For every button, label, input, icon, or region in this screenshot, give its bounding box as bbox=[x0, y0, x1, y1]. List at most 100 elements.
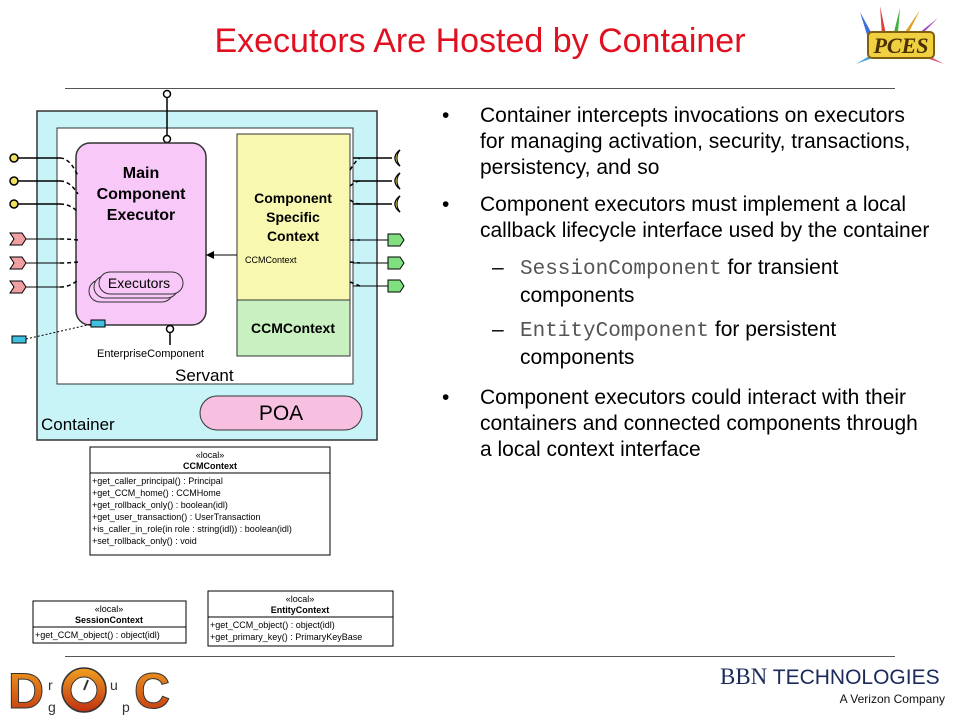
doc-letter-c: C bbox=[134, 663, 170, 719]
left-facet-3 bbox=[9, 199, 19, 209]
left-sink-2 bbox=[9, 256, 27, 270]
pces-logo: PCES bbox=[856, 6, 944, 64]
main-executor-line2: Component bbox=[97, 186, 187, 203]
bbn-letters: BBN bbox=[720, 664, 768, 689]
specific-context-line2: Specific bbox=[266, 209, 320, 225]
servant-label: Servant bbox=[175, 366, 234, 385]
uml-sessioncontext-stereotype: «local» bbox=[95, 604, 124, 614]
right-source-2 bbox=[387, 256, 405, 270]
bbn-logo-main: BBN TECHNOLOGIES bbox=[720, 664, 945, 690]
uml-entitycontext: «local» EntityContext +get_CCM_object() … bbox=[207, 590, 394, 647]
uml-sessioncontext: «local» SessionContext +get_CCM_object()… bbox=[32, 600, 187, 644]
right-dashed-connector-6 bbox=[349, 281, 361, 287]
uml-entitycontext-op: +get_primary_key() : PrimaryKeyBase bbox=[210, 632, 362, 642]
bullet-dot: • bbox=[442, 386, 450, 409]
pces-text: PCES bbox=[872, 33, 928, 58]
bbn-technologies-text: TECHNOLOGIES bbox=[767, 666, 940, 689]
executor-context-arrowhead bbox=[206, 251, 214, 259]
bullet-1-text: Container intercepts invocations on exec… bbox=[480, 104, 911, 179]
ccmcontext-box bbox=[236, 299, 351, 357]
footer-rule bbox=[65, 656, 895, 657]
uml-ccmcontext-op: +get_caller_principal() : Principal bbox=[92, 476, 223, 486]
right-receptacle-fill-1 bbox=[394, 149, 401, 167]
component-specific-context-box bbox=[236, 133, 351, 301]
left-dashed-connector-4 bbox=[59, 238, 79, 241]
bullet-2-text: Component executors must implement a loc… bbox=[480, 193, 930, 242]
left-attribute-port bbox=[11, 335, 27, 344]
specific-context-line1: Component bbox=[254, 190, 332, 206]
dash-marker: – bbox=[492, 318, 504, 341]
bottom-port-circle bbox=[165, 324, 175, 334]
uml-ccmcontext-box bbox=[89, 446, 331, 556]
right-event-sources bbox=[353, 233, 405, 293]
left-dashed-connector-2 bbox=[59, 180, 79, 195]
session-component-text: for transient components bbox=[520, 256, 839, 307]
executors-stack-front bbox=[98, 271, 184, 295]
right-receptacle-fill-2 bbox=[394, 172, 401, 190]
left-dashed-connector-3 bbox=[59, 203, 79, 213]
bullet-3-text: Component executors could interact with … bbox=[480, 386, 918, 461]
ccmcontext-box-label: CCMContext bbox=[251, 320, 335, 336]
top-port-circle bbox=[162, 89, 172, 99]
specific-context-line3: Context bbox=[267, 228, 319, 244]
main-executor-line1: Main bbox=[123, 165, 159, 182]
left-dashed-connectors bbox=[59, 157, 79, 288]
uml-entitycontext-op: +get_CCM_object() : object(idl) bbox=[210, 620, 335, 630]
executor-attribute-port bbox=[90, 319, 106, 328]
doc-clock-hand bbox=[83, 679, 89, 691]
left-dashed-connector-6 bbox=[59, 279, 79, 288]
bullet-3: • Component executors could interact wit… bbox=[440, 385, 945, 463]
sub-bullet-entity: – EntityComponent for persistent compone… bbox=[440, 317, 945, 371]
entity-component-text: for persistent components bbox=[520, 318, 837, 369]
uml-ccmcontext-op: +is_caller_in_role(in role : string(idl)… bbox=[92, 524, 292, 534]
container-label: Container bbox=[41, 415, 115, 434]
right-receptacle-fill-3 bbox=[394, 195, 401, 213]
left-attribute-connector bbox=[25, 323, 93, 340]
uml-sessioncontext-op: +get_CCM_object() : object(idl) bbox=[35, 630, 160, 640]
poa-box bbox=[199, 395, 363, 431]
session-component-code: SessionComponent bbox=[520, 258, 722, 281]
main-executor-line3: Executor bbox=[107, 207, 175, 224]
uml-sessioncontext-name: SessionContext bbox=[75, 615, 143, 625]
bullet-dot: • bbox=[442, 104, 450, 127]
bullet-dot: • bbox=[442, 193, 450, 216]
bbn-technologies-logo: BBN TECHNOLOGIES A Verizon Company bbox=[720, 664, 945, 714]
right-receptacle-fill bbox=[394, 149, 401, 213]
left-facets bbox=[9, 153, 60, 209]
doc-group-logo: D r g u p C bbox=[8, 663, 171, 720]
doc-letter-p: p bbox=[122, 699, 130, 715]
right-dashed-connector-2 bbox=[349, 180, 361, 187]
left-event-sinks bbox=[9, 232, 60, 294]
component-diagram: Container Servant EnterpriseComponent Ma… bbox=[9, 89, 405, 647]
left-facet-2 bbox=[9, 176, 19, 186]
right-dashed-connector-1 bbox=[349, 157, 361, 171]
enterprise-component-label: EnterpriseComponent bbox=[97, 348, 204, 360]
ccmcontext-small-label: CCMContext bbox=[245, 255, 297, 265]
poa-label: POA bbox=[259, 402, 303, 425]
uml-ccmcontext-name: CCMContext bbox=[183, 461, 237, 471]
left-sink-3 bbox=[9, 280, 27, 294]
uml-ccmcontext-op: +get_user_transaction() : UserTransactio… bbox=[92, 512, 261, 522]
title-rule bbox=[65, 88, 895, 89]
left-sink-1 bbox=[9, 232, 27, 246]
doc-letter-r: r bbox=[48, 677, 53, 693]
uml-entitycontext-box bbox=[207, 590, 394, 647]
top-port-inner-circle bbox=[162, 134, 172, 144]
uml-ccmcontext-op: +set_rollback_only() : void bbox=[92, 536, 197, 546]
uml-ccmcontext-op: +get_CCM_home() : CCMHome bbox=[92, 488, 221, 498]
bullet-1: • Container intercepts invocations on ex… bbox=[440, 103, 945, 181]
uml-ccmcontext-stereotype: «local» bbox=[196, 450, 225, 460]
entity-component-code: EntityComponent bbox=[520, 320, 710, 343]
right-source-3 bbox=[387, 279, 405, 293]
uml-sessioncontext-box bbox=[32, 600, 187, 644]
right-source-1 bbox=[387, 233, 405, 247]
left-dashed-connector-5 bbox=[59, 261, 79, 264]
slide-title: Executors Are Hosted by Container bbox=[214, 22, 746, 60]
bullet-list: • Container intercepts invocations on ex… bbox=[440, 103, 945, 474]
left-dashed-connector-1 bbox=[59, 157, 79, 177]
dash-marker: – bbox=[492, 256, 504, 279]
doc-letter-u: u bbox=[110, 677, 118, 693]
doc-letter-g: g bbox=[48, 699, 56, 715]
sub-bullet-session: – SessionComponent for transient compone… bbox=[440, 255, 945, 309]
right-dashed-connector-3 bbox=[349, 199, 361, 205]
